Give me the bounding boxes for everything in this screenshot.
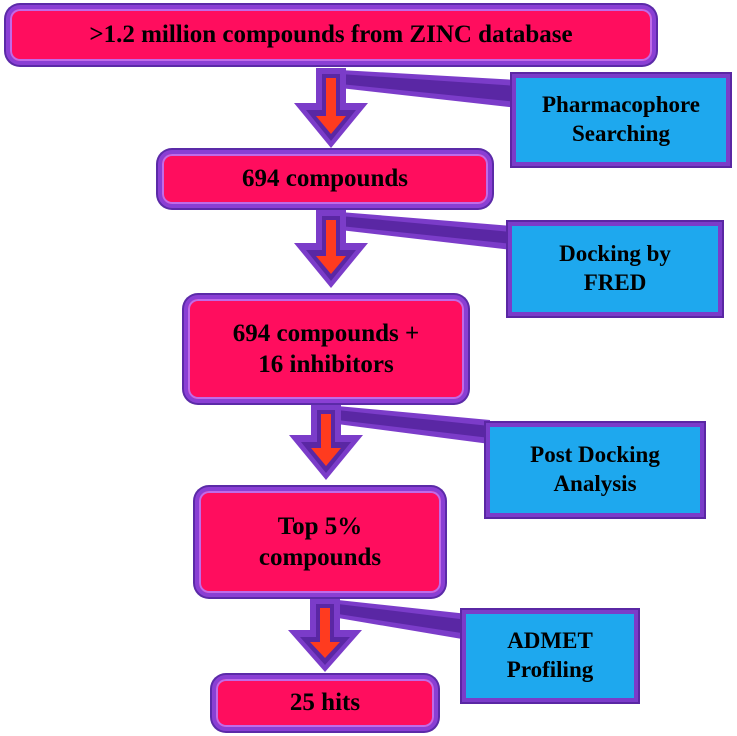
connector-1-inner (340, 74, 518, 102)
step-box-zinc: >1.2 million compounds from ZINC databas… (6, 5, 656, 65)
method-box-docking-fred: Docking by FRED (508, 222, 722, 316)
method-box-admet: ADMET Profiling (462, 610, 638, 702)
step-box-694-compounds: 694 compounds (158, 150, 492, 208)
connector-4-inner (338, 604, 468, 634)
connector-3-inner (337, 410, 490, 438)
method-box-post-docking: Post Docking Analysis (486, 423, 704, 517)
down-arrow-1 (294, 68, 368, 148)
down-arrow-4 (288, 598, 362, 672)
step-box-694-plus-inhibitors: 694 compounds + 16 inhibitors (184, 295, 468, 403)
step-box-25-hits: 25 hits (212, 675, 438, 731)
down-arrow-2 (294, 210, 368, 288)
connector-2-inner (340, 216, 512, 244)
down-arrow-3 (289, 404, 363, 480)
method-box-pharmacophore: Pharmacophore Searching (512, 74, 730, 166)
step-box-top-5-percent: Top 5% compounds (195, 487, 445, 597)
